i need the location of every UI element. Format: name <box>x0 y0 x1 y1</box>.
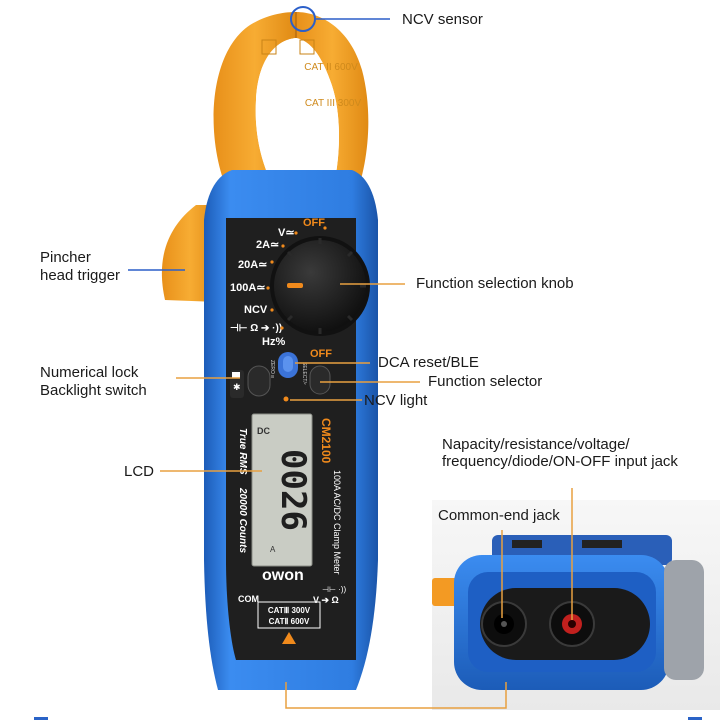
dial-off-bottom: OFF <box>310 348 332 360</box>
label-common-jack: Common-end jack <box>438 507 560 524</box>
edge-mark-right <box>688 717 702 720</box>
backlight-icon: ✱ <box>233 383 241 393</box>
lock-backlight-button[interactable]: ✱ <box>230 370 244 398</box>
cat-rating-1: CATⅢ 300V <box>268 606 311 615</box>
model-subtitle: 100A AC/DC Clamp Meter <box>332 470 342 575</box>
lcd-reading: 0026 <box>273 449 313 531</box>
jack-cap-label: ⊣⊢ ·)) <box>322 585 346 594</box>
function-knob[interactable] <box>270 236 370 336</box>
brand-logo: owon <box>262 567 304 584</box>
jack-closeup-photo <box>432 500 720 710</box>
common-jack <box>481 601 527 647</box>
dial-ncv: NCV <box>244 304 268 316</box>
label-ncv-light: NCV light <box>364 392 428 409</box>
lcd-screen: DC 0026 A <box>251 413 313 567</box>
dial-hz: Hz% <box>262 336 285 348</box>
counts-label: 20000 Counts <box>237 487 248 553</box>
label-input-jack-2: frequency/diode/ON-OFF input jack <box>442 453 678 470</box>
edge-mark-left <box>34 717 48 720</box>
label-pincher-1: Pincher <box>40 249 91 266</box>
clamp-jaws: CAT II 600V CAT III 300V <box>213 12 369 205</box>
dial-diode-cap: ⊣⊢ Ω ➔ ·)) <box>230 323 282 334</box>
knob-pointer <box>287 283 303 288</box>
zero-label: ZERO ʙ <box>269 360 275 378</box>
true-rms: True RMS <box>237 428 248 475</box>
label-numerical-lock-1: Numerical lock <box>40 364 139 381</box>
label-input-jack-1: Napacity/resistance/voltage/ <box>442 436 630 453</box>
label-lcd: LCD <box>124 463 155 480</box>
dial-20a: 20A≃ <box>238 259 267 271</box>
model-name: CM2100 <box>319 418 333 464</box>
ncv-sensor-marker <box>290 6 316 32</box>
dial-100a: 100A≃ <box>230 282 266 294</box>
lcd-unit: A <box>270 545 276 554</box>
dial-off-top: OFF <box>303 217 325 229</box>
pincher-trigger[interactable] <box>161 205 218 302</box>
lock-button[interactable] <box>247 365 271 397</box>
dial-v-ac: V≃ <box>278 227 295 239</box>
jack-closeup-illustration <box>432 535 704 690</box>
label-pincher-2: head trigger <box>40 267 121 284</box>
ncv-light <box>283 396 289 402</box>
cat-rating-2: CATⅡ 600V <box>269 617 310 626</box>
input-jack <box>549 601 595 647</box>
function-selector-button[interactable] <box>309 365 331 395</box>
label-numerical-lock-2: Backlight switch <box>40 382 147 399</box>
select-label: SELECT/ᵛ <box>301 362 307 385</box>
jaw-rating-1: CAT II 600V <box>304 62 358 73</box>
label-ncv-sensor: NCV sensor <box>402 11 483 28</box>
warning-icon <box>282 632 296 644</box>
zero-ble-button[interactable] <box>278 352 298 378</box>
label-function-selector: Function selector <box>428 373 543 390</box>
jack-v-label: V ➔ Ω <box>313 595 339 605</box>
jack-com-label: COM <box>238 594 259 604</box>
label-dca-reset: DCA reset/BLE <box>378 354 479 371</box>
cat-rating-box <box>257 601 321 629</box>
dial-2a: 2A≃ <box>256 239 279 251</box>
jaw-rating-2: CAT III 300V <box>305 98 362 109</box>
lcd-mode: DC <box>257 426 270 436</box>
label-function-knob: Function selection knob <box>416 275 574 292</box>
